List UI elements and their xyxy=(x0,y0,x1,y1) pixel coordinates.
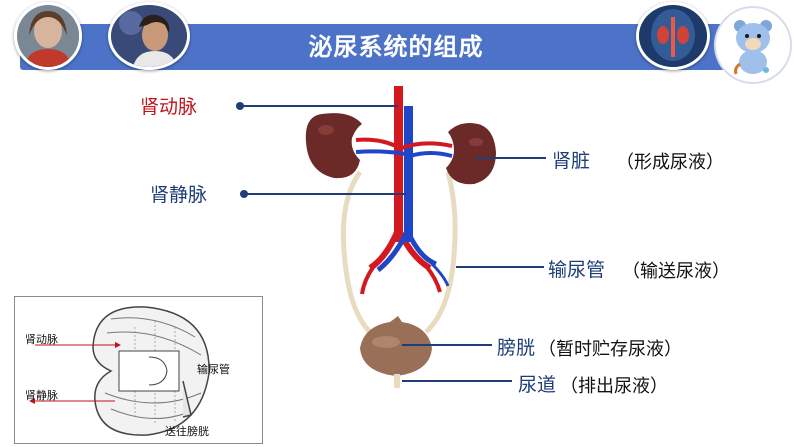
ureter-leader xyxy=(456,266,544,268)
bear-mascot xyxy=(714,6,792,84)
renal-artery-left xyxy=(355,137,397,148)
renal-artery-right xyxy=(401,141,453,150)
urinary-system-diagram xyxy=(305,86,496,388)
renal-artery-leader xyxy=(240,105,398,107)
urethra xyxy=(394,374,400,388)
boy-photo xyxy=(108,2,190,70)
inset-ureter-label: 输尿管 xyxy=(197,363,230,376)
urethra-note: （排出尿液） xyxy=(560,376,668,397)
ureter-label: 输尿管 xyxy=(548,259,606,281)
renal-artery-label: 肾动脉 xyxy=(140,96,198,118)
ureter-note: （输送尿液） xyxy=(622,261,730,282)
girl-photo xyxy=(14,2,82,70)
page-title: 泌尿系统的组成 xyxy=(308,33,484,61)
kidney-leader xyxy=(476,157,546,159)
right-kidney xyxy=(446,123,496,185)
left-kidney xyxy=(305,113,362,179)
kidney-note: （形成尿液） xyxy=(616,152,724,173)
left-ureter xyxy=(340,170,372,334)
bladder-leader xyxy=(402,344,492,346)
aorta xyxy=(394,86,403,242)
bladder-note: （暂时贮存尿液） xyxy=(538,339,682,360)
kidney-label: 肾脏 xyxy=(552,150,591,172)
inset-renal-artery-label: 肾动脉 xyxy=(25,333,58,346)
kidney-sketch-inset: 肾动脉 肾静脉 输尿管 送往膀胱 xyxy=(14,296,263,444)
inset-renal-vein-label: 肾静脉 xyxy=(25,389,58,402)
vena-cava xyxy=(404,106,413,242)
renal-vein-left xyxy=(355,149,407,156)
bladder-label: 膀胱 xyxy=(497,337,536,359)
renal-vein-label: 肾静脉 xyxy=(150,184,208,206)
renal-vein-leader xyxy=(244,193,406,195)
kidney-xray-photo xyxy=(636,2,710,70)
urethra-label: 尿道 xyxy=(518,374,557,396)
inset-to-bladder-label: 送往膀胱 xyxy=(165,425,209,438)
right-ureter xyxy=(424,171,458,334)
urethra-leader xyxy=(402,380,512,382)
renal-vein-right xyxy=(409,151,453,158)
